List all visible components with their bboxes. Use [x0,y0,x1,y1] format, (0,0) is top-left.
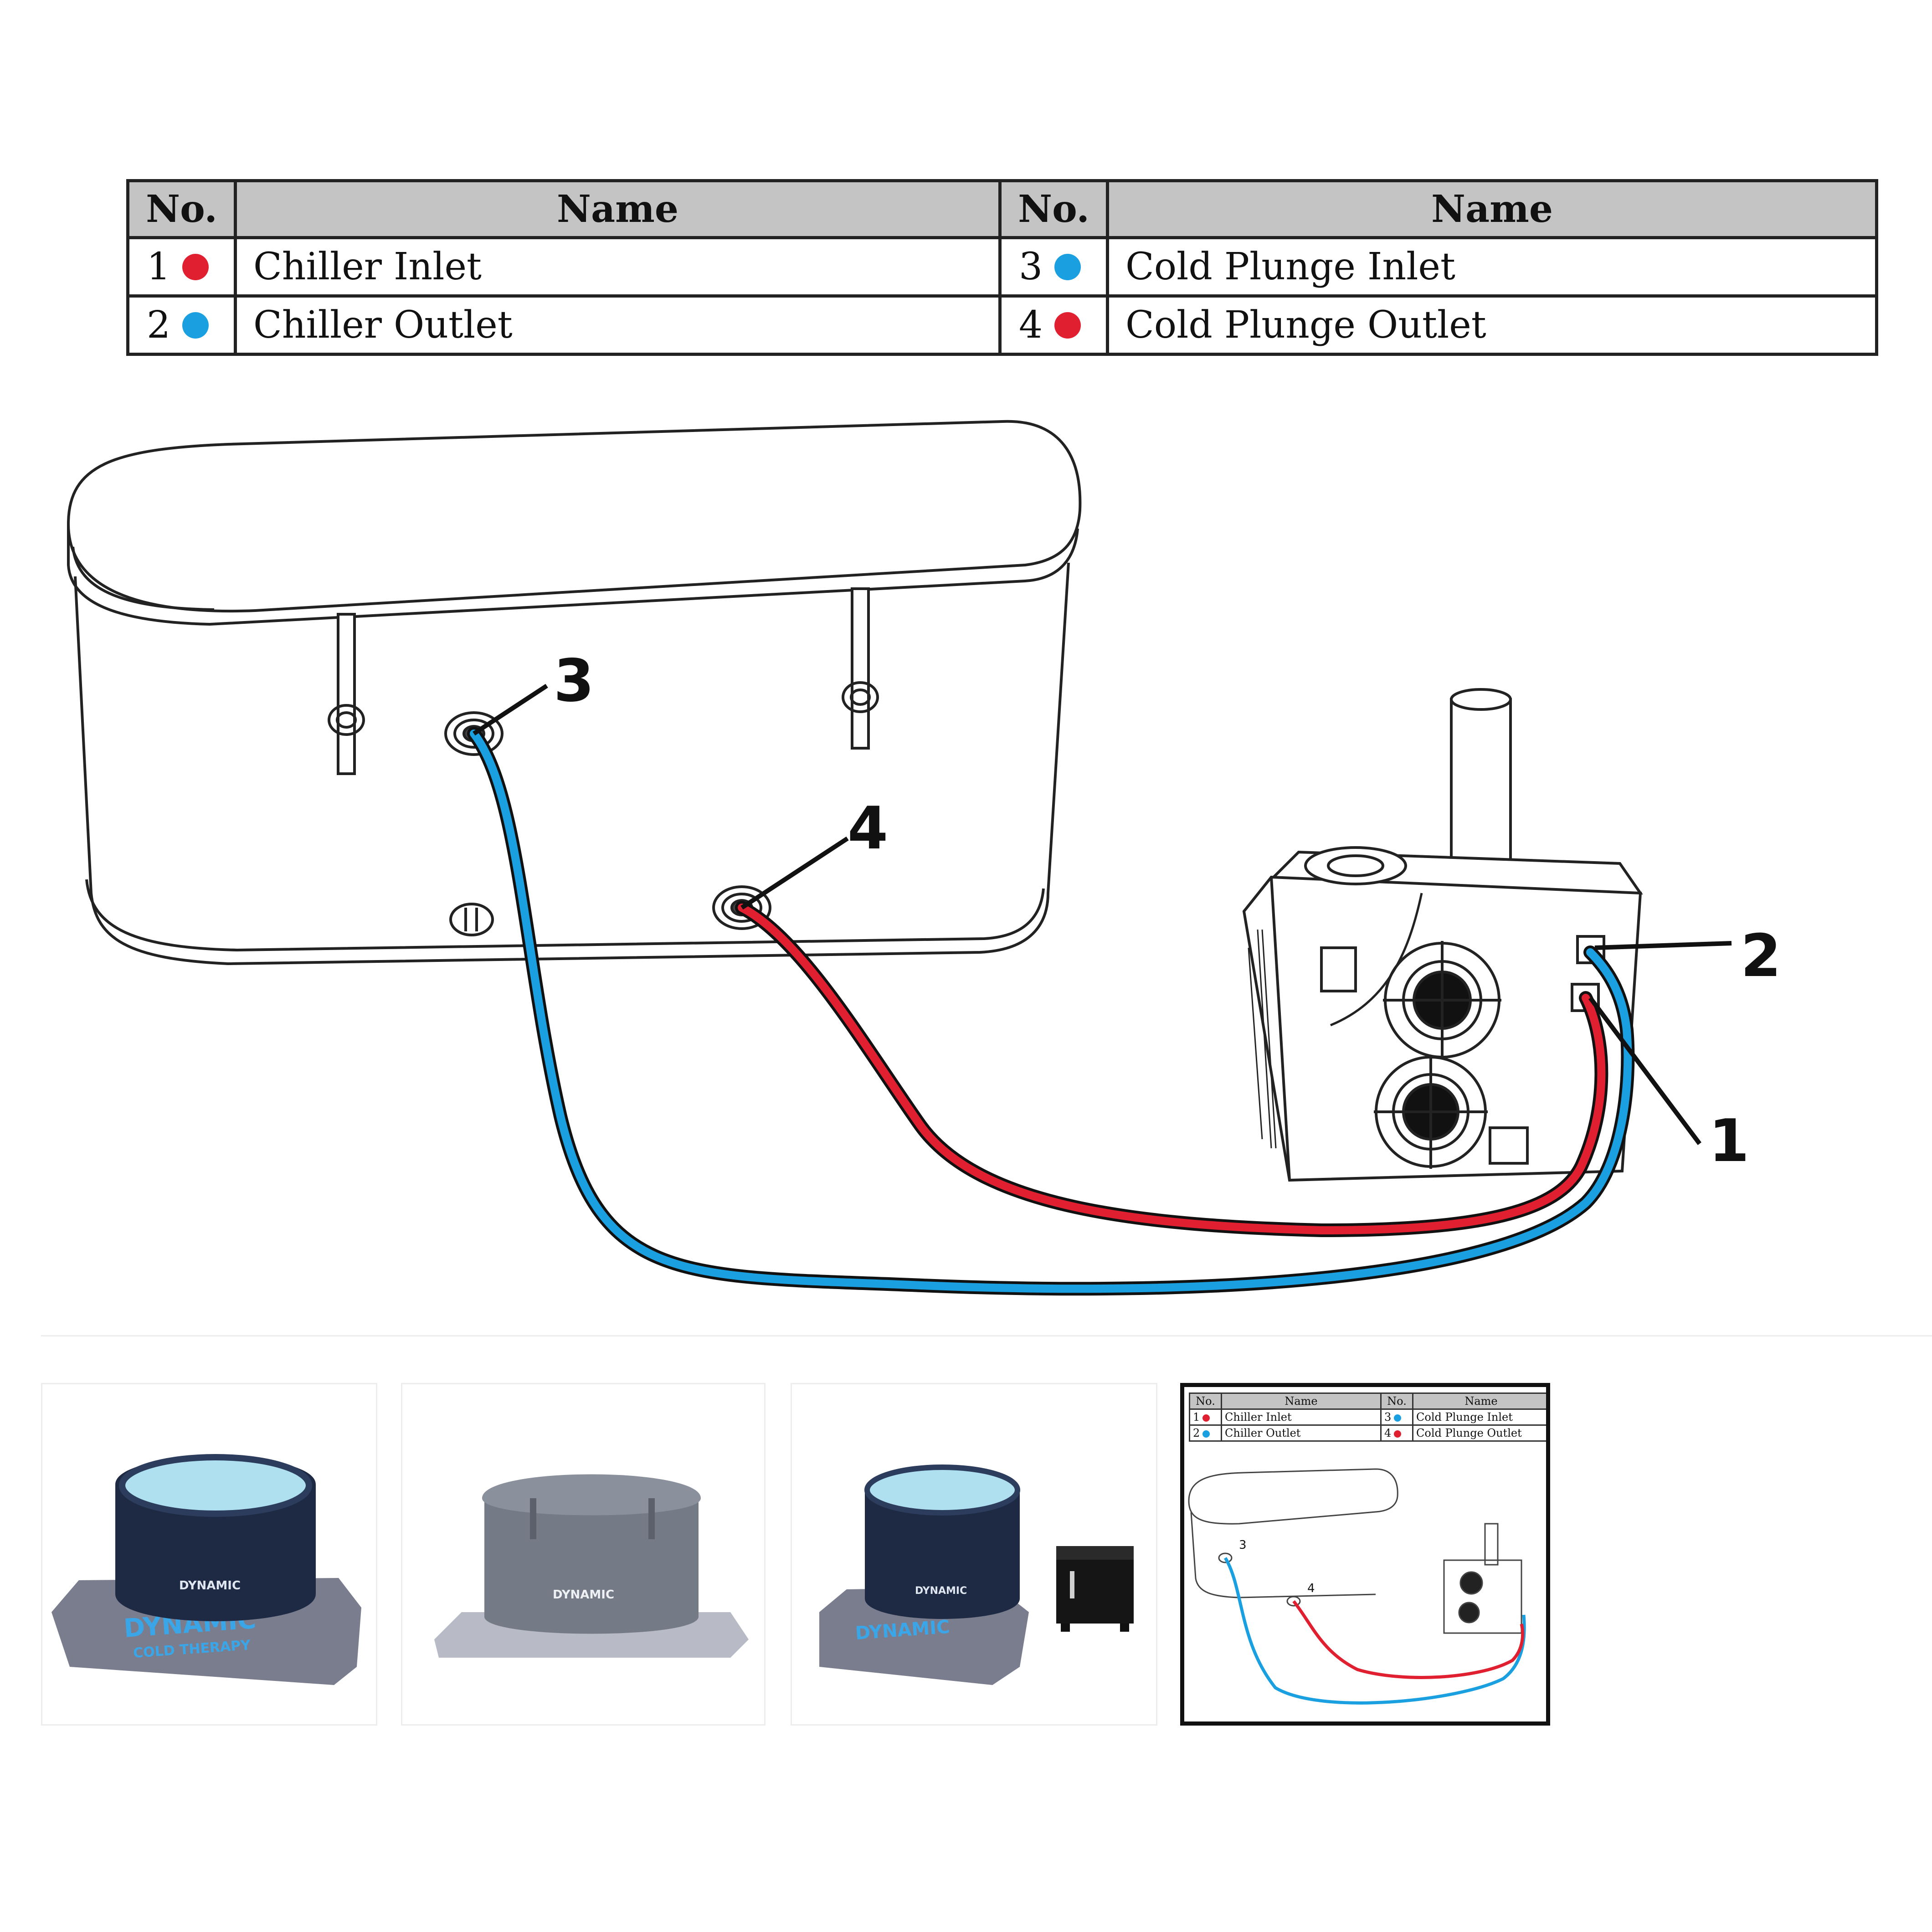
mini-name: Chiller Inlet [1221,1408,1382,1426]
hoses [467,727,1635,1296]
legend-no: 1 [147,245,171,288]
red-dot-icon [1054,312,1081,339]
header-name-right: Name [1106,179,1878,239]
mini-no-cell: 3 [1380,1408,1413,1426]
legend-no-cell: 1 [126,236,237,298]
mini-header: Name [1412,1392,1546,1410]
legend-no-cell: 3 [998,236,1109,298]
mini-no-cell: 4 [1380,1424,1413,1442]
tub-brand-text: DYNAMIC [553,1588,614,1602]
divider [41,1335,1932,1336]
chiller-unit [1242,688,1643,1182]
legend-no-cell: 2 [126,294,237,356]
header-no-left: No. [126,179,237,239]
mini-no: 1 [1193,1411,1200,1423]
mini-header: No. [1189,1392,1222,1410]
legend-no: 4 [1019,303,1043,347]
legend-name: Chiller Inlet [234,236,1002,298]
mini-no-cell: 1 [1189,1408,1222,1426]
callout-3: 3 [554,647,594,715]
legend-table: No. Name No. Name 1 Chiller Inlet 3 Cold… [126,179,1878,356]
header-no-right: No. [998,179,1109,239]
mini-callout-4: 4 [1307,1582,1315,1595]
callout-1: 1 [1709,1107,1749,1175]
red-dot-icon [1394,1430,1402,1438]
mini-callout-3: 3 [1239,1538,1247,1552]
legend-header-row: No. Name No. Name [126,179,1878,239]
cold-plunge-tub [67,420,1082,966]
legend-no-cell: 4 [998,294,1109,356]
mini-name: Cold Plunge Inlet [1412,1408,1546,1426]
mini-no: 2 [1193,1427,1200,1439]
blue-dot-icon [182,312,209,339]
callout-2: 2 [1741,922,1781,990]
mini-no: 3 [1384,1411,1392,1423]
tub-brand-text: DYNAMIC [179,1579,241,1593]
legend-name: Cold Plunge Outlet [1106,294,1878,356]
thumbnail-grey-tub-with-cover[interactable]: DYNAMIC [401,1383,766,1726]
red-dot-icon [182,253,209,280]
callout-leaders [473,683,1732,1145]
mini-header: Name [1221,1392,1382,1410]
mini-name: Cold Plunge Outlet [1412,1424,1546,1442]
blue-dot-icon [1394,1414,1402,1422]
thumbnail-dark-tub-with-chiller[interactable]: DYNAMIC DYNAMIC [791,1383,1157,1726]
legend-row: 1 Chiller Inlet 3 Cold Plunge Inlet [126,236,1878,298]
mini-name: Chiller Outlet [1221,1424,1382,1442]
callout-4: 4 [848,795,888,863]
legend-no: 3 [1019,245,1043,288]
mini-legend-table: No. Name No. Name 1 Chiller Inlet 3 Cold… [1189,1392,1546,1442]
thumbnail-connection-diagram[interactable]: No. Name No. Name 1 Chiller Inlet 3 Cold… [1180,1383,1550,1726]
legend-name: Cold Plunge Inlet [1106,236,1878,298]
thumbnail-dark-tub-with-mat[interactable]: DYNAMIC COLD THERAPY DYNAMIC [41,1383,377,1726]
header-name-left: Name [234,179,1002,239]
red-dot-icon [1202,1414,1210,1422]
blue-dot-icon [1202,1430,1210,1438]
blue-dot-icon [1054,253,1081,280]
mini-header: No. [1380,1392,1413,1410]
legend-no: 2 [147,303,171,347]
mini-no: 4 [1384,1427,1392,1439]
tub-brand-text: DYNAMIC [915,1585,967,1597]
mini-no-cell: 2 [1189,1424,1222,1442]
legend-row: 2 Chiller Outlet 4 Cold Plunge Outlet [126,294,1878,356]
legend-name: Chiller Outlet [234,294,1002,356]
